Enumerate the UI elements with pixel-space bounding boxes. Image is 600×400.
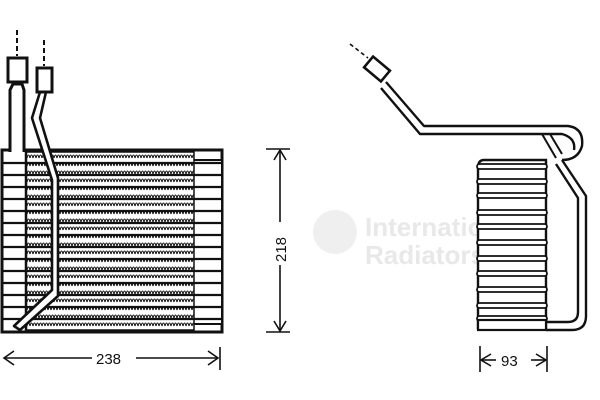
dimension-width	[2, 347, 221, 370]
fitting-outlet	[35, 66, 54, 94]
fitting-side	[362, 54, 392, 84]
dimension-width-label: 238	[96, 351, 121, 368]
pipe-loop	[541, 133, 563, 159]
centerline-side	[349, 43, 369, 59]
pipe-return-outer	[546, 159, 588, 332]
dimension-depth	[479, 346, 548, 372]
pipe-inlet	[6, 30, 29, 152]
front-view: 238 218	[0, 30, 290, 370]
dimension-height	[266, 148, 290, 333]
dimension-depth-label: 93	[501, 353, 518, 370]
pipe-outlet	[12, 40, 60, 332]
pipe-upper-inner	[380, 87, 576, 151]
fitting-inlet	[6, 56, 29, 84]
end-tank-right	[192, 159, 223, 325]
pipe-upper-outer	[385, 81, 584, 162]
dimension-height-label: 218	[273, 237, 290, 262]
watermark-line2: Radiators	[365, 240, 485, 270]
pipe-return-inner	[546, 163, 580, 324]
side-view: 93	[349, 43, 588, 372]
tube-rows	[2, 161, 222, 321]
